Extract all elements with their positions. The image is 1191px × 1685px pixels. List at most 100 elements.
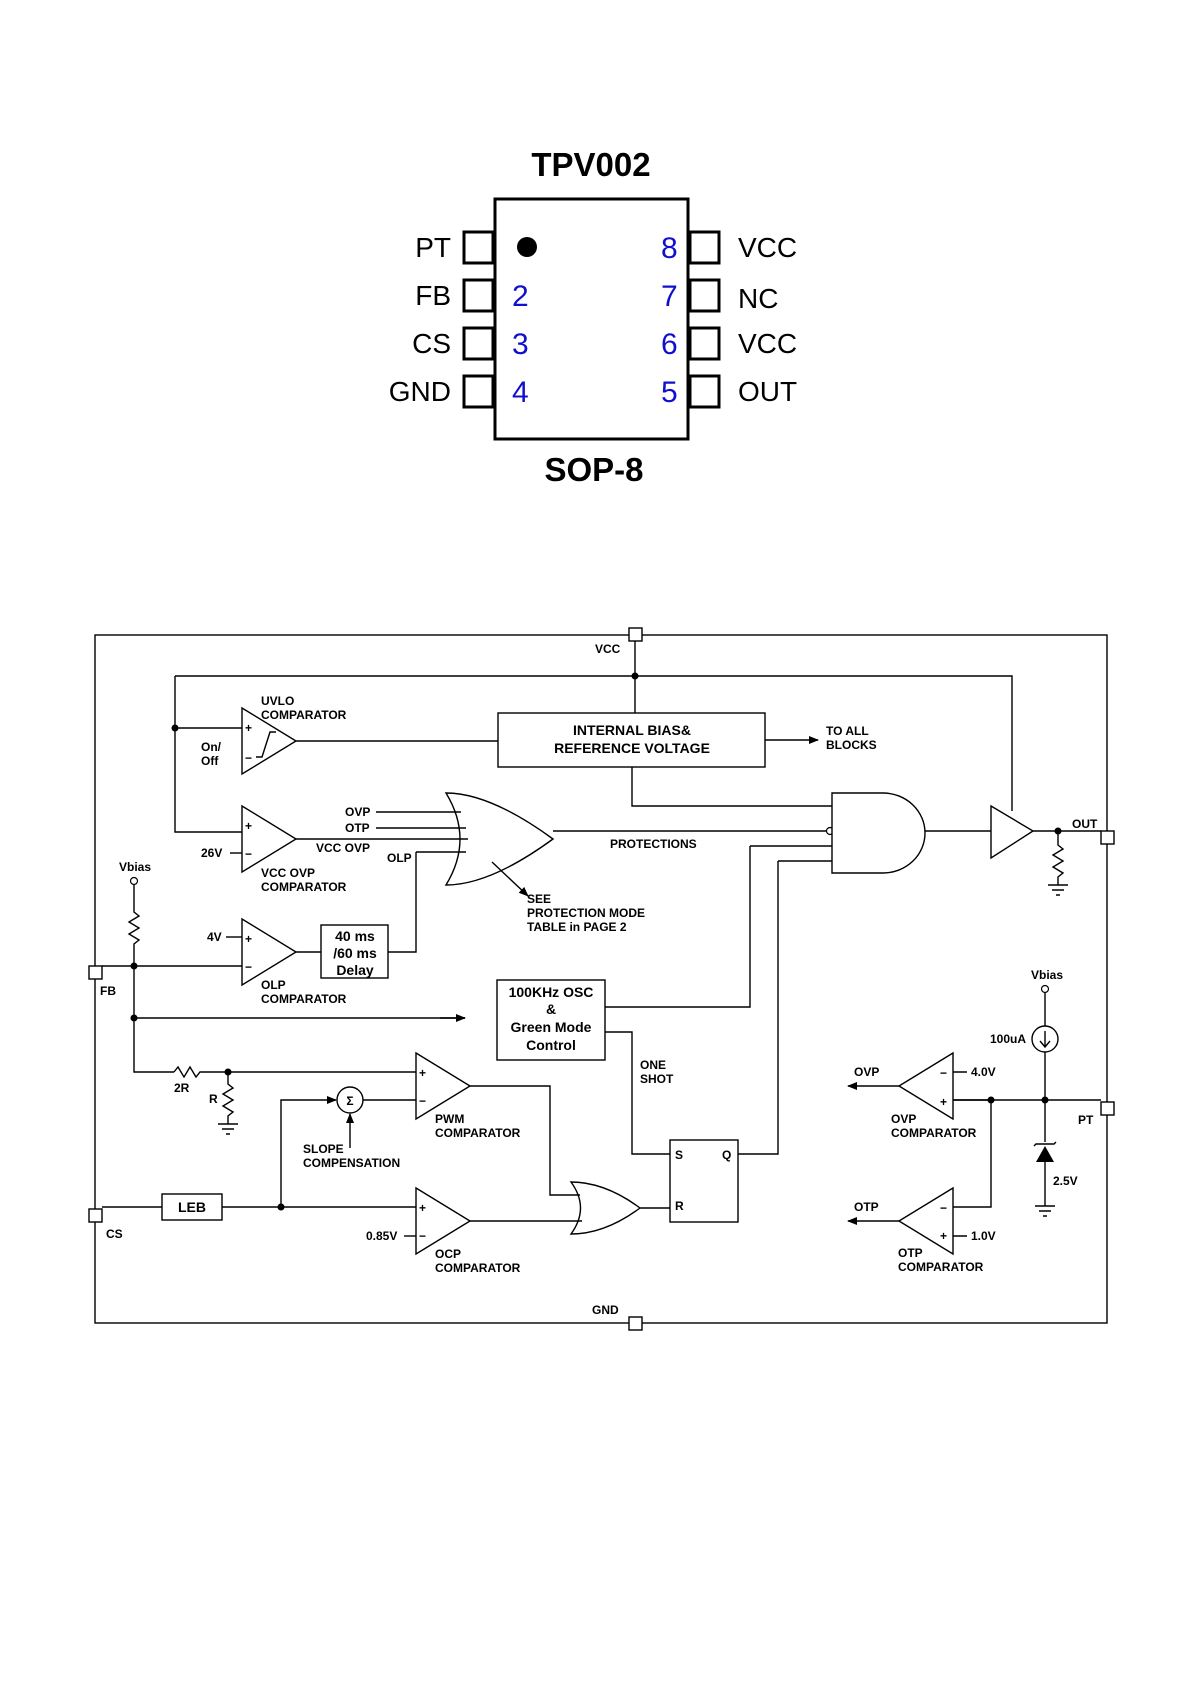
resistor-2r (173, 1065, 416, 1079)
olp-comparator (241, 917, 298, 987)
slope-label-2: COMPENSATION (303, 1156, 400, 1170)
cs-junction (277, 1203, 285, 1211)
otp-comp-label-1: OTP (898, 1246, 923, 1260)
ff-s-label: S (675, 1148, 683, 1162)
reset-or-gate (569, 1181, 642, 1235)
ovp-in-label: OVP (345, 805, 370, 819)
resistor-r (221, 1072, 235, 1124)
pwm-minus: − (419, 1094, 426, 1108)
onoff-label-1: On/ (201, 740, 222, 754)
r2-label: 2R (174, 1081, 190, 1095)
pin-name-5: OUT (738, 376, 797, 407)
uvlo-label-2: COMPARATOR (261, 708, 347, 722)
pin-stub-7 (688, 278, 721, 313)
onoff-label-2: Off (201, 754, 219, 768)
fb-label: FB (100, 984, 116, 998)
pin-num-6: 6 (661, 328, 678, 361)
pin-stub-2 (462, 278, 495, 313)
i100-label: 100uA (990, 1032, 1026, 1046)
gnd-label: GND (592, 1303, 619, 1317)
pt-label: PT (1078, 1113, 1094, 1127)
otp-inputs (953, 1100, 992, 1237)
out-ground-icon (1048, 884, 1068, 896)
protections-label: PROTECTIONS (610, 837, 697, 851)
pwm-comp-label-2: COMPARATOR (435, 1126, 521, 1140)
ff-q-label: Q (722, 1148, 731, 1162)
ovp-comp-label-1: OVP (891, 1112, 916, 1126)
fb-junction (130, 962, 138, 970)
pwm-plus: + (419, 1066, 426, 1080)
v4-label: 4V (207, 930, 222, 944)
ovp-minus: − (940, 1066, 947, 1080)
pin-name-6: VCC (738, 328, 797, 359)
olp-minus: − (245, 960, 252, 974)
olp-comp-label-1: OLP (261, 978, 286, 992)
v25-label: 2.5V (1053, 1174, 1078, 1188)
ff-r-label: R (675, 1199, 684, 1213)
slope-label-1: SLOPE (303, 1142, 344, 1156)
ovp-inputs (953, 1071, 991, 1101)
gnd-pin-square (628, 1316, 643, 1331)
cs-label: CS (106, 1227, 123, 1241)
out-junction (1054, 827, 1062, 835)
q-to-and (738, 860, 832, 1155)
uvlo-label-1: UVLO (261, 694, 294, 708)
fb-pullup-resistor (127, 885, 174, 1073)
osc-line-1: 100KHz OSC (509, 984, 594, 1000)
r1-label: R (209, 1092, 218, 1106)
sr-flipflop (669, 1139, 739, 1223)
pin-name-8: VCC (738, 232, 797, 263)
pin-stub-5 (688, 374, 721, 409)
pin-name-4: GND (389, 376, 451, 407)
one-shot-1: ONE (640, 1058, 666, 1072)
vcc-ovp-label: VCC OVP (316, 841, 370, 855)
pin-num-2: 2 (512, 280, 529, 313)
ocp-comp-label-2: COMPARATOR (435, 1261, 521, 1275)
ocp-minus: − (419, 1229, 426, 1243)
pin-stub-1 (462, 230, 495, 265)
zener-diode-icon (1036, 1146, 1054, 1162)
see-note-1: SEE (527, 892, 551, 906)
bias-box-line-1: INTERNAL BIAS& (573, 722, 691, 738)
reset-or-wires (470, 1085, 670, 1222)
leb-label: LEB (178, 1199, 206, 1215)
otp-in-label: OTP (345, 821, 370, 835)
vcc-left-junction (171, 724, 179, 732)
ovp-out-label: OVP (854, 1065, 879, 1079)
osc-line-3: Green Mode (511, 1019, 592, 1035)
olp-comp-label-2: COMPARATOR (261, 992, 347, 1006)
vccovp-comp-label-1: VCC OVP (261, 866, 315, 880)
ocp-plus: + (419, 1201, 426, 1215)
otp-minus: − (940, 1201, 947, 1215)
uvlo-minus: − (245, 751, 252, 765)
to-all-label-2: BLOCKS (826, 738, 877, 752)
osc-line-4: Control (526, 1037, 576, 1053)
pinout-diagram: TPV002 PT FB CS GND 2 3 4 8 7 6 5 VCC NC… (389, 146, 797, 488)
out-pulldown-resistor (1033, 830, 1101, 885)
fb-pin-square (88, 965, 103, 980)
output-and-gate (831, 792, 926, 874)
or-gate-inputs (296, 811, 468, 853)
out-label: OUT (1072, 817, 1098, 831)
vbias-right-terminal (1040, 984, 1050, 994)
fb-junction-2 (130, 1014, 138, 1022)
fb-lines (102, 965, 465, 1019)
osc-box (496, 979, 606, 1061)
pin-name-1: PT (415, 232, 451, 263)
divider-ground-icon (218, 1123, 238, 1135)
to-all-label-1: TO ALL (826, 724, 869, 738)
v26-label: 26V (201, 846, 222, 860)
osc-to-s (605, 1031, 670, 1155)
see-note-2: PROTECTION MODE (527, 906, 645, 920)
pin-name-3: CS (412, 328, 451, 359)
v10-label: 1.0V (971, 1229, 996, 1243)
osc-to-and (605, 845, 832, 1008)
vbias-left-terminal (129, 876, 139, 886)
osc-line-2: & (546, 1001, 556, 1017)
ovp-comp-label-2: COMPARATOR (891, 1126, 977, 1140)
otp-plus: + (940, 1229, 947, 1243)
output-driver (990, 804, 1035, 860)
pin-num-5: 5 (661, 376, 678, 409)
vcc-ovp-comparator (241, 804, 298, 874)
